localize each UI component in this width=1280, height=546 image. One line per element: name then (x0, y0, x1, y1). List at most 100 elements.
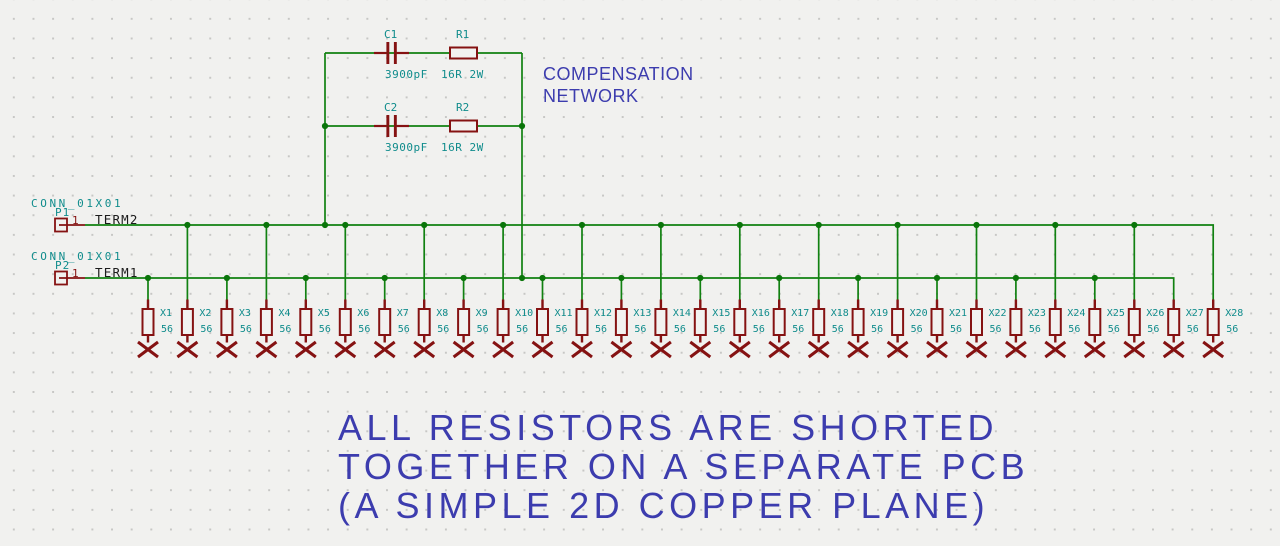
resistor-value-label: 56 (871, 324, 883, 335)
resistor-ref-label: X8 (436, 308, 448, 319)
shorting-x-icon[interactable] (610, 340, 633, 359)
resistor-body[interactable] (299, 308, 313, 336)
resistor-body[interactable] (220, 308, 234, 336)
resistor-value-label: 56 (240, 324, 252, 335)
capacitor-plate[interactable] (393, 115, 397, 137)
capacitor-value-label: 3900pF (385, 68, 428, 81)
capacitor-plate[interactable] (386, 42, 390, 64)
shorting-x-icon[interactable] (334, 340, 357, 359)
shorting-x-icon[interactable] (1123, 340, 1146, 359)
resistor-body[interactable] (457, 308, 471, 336)
shorting-x-icon[interactable] (255, 340, 278, 359)
resistor-body[interactable] (1167, 308, 1181, 336)
resistor-body[interactable] (449, 119, 478, 133)
shorting-x-icon[interactable] (1044, 340, 1067, 359)
resistor-body[interactable] (1048, 308, 1062, 336)
resistor-body[interactable] (1088, 308, 1102, 336)
junction-dot (1091, 274, 1098, 282)
resistor-body[interactable] (930, 308, 944, 336)
shorting-x-icon[interactable] (492, 340, 514, 359)
capacitor-plate[interactable] (386, 115, 390, 137)
junction-dot (1131, 221, 1138, 229)
junction-dot (518, 122, 526, 130)
resistor-body[interactable] (141, 308, 155, 336)
resistor-body[interactable] (654, 308, 668, 336)
junction-dot (223, 274, 230, 282)
resistor-ref-label: X2 (199, 308, 211, 319)
shorting-x-icon[interactable] (728, 340, 751, 359)
net-label: TERM1 (95, 265, 139, 280)
shorting-x-icon[interactable] (215, 340, 238, 359)
shorting-x-icon[interactable] (373, 340, 396, 359)
resistor-value-label: 56 (1187, 324, 1199, 335)
resistor-body[interactable] (449, 46, 478, 60)
resistor-body[interactable] (812, 308, 826, 336)
resistor-body[interactable] (693, 308, 707, 336)
compensation-network-title-line2: NETWORK (543, 86, 639, 106)
shorting-x-icon[interactable] (137, 340, 159, 359)
resistor-value-label: 56 (437, 324, 449, 335)
shorting-x-icon[interactable] (807, 340, 830, 359)
resistor-body[interactable] (575, 308, 589, 336)
resistor-value-label: 56 (1147, 324, 1159, 335)
resistor-body[interactable] (378, 308, 392, 336)
resistor-body[interactable] (772, 308, 786, 336)
resistor-ref-label: X10 (515, 308, 533, 319)
shorting-x-icon[interactable] (689, 340, 712, 359)
shorting-x-icon[interactable] (965, 340, 988, 359)
resistor-body[interactable] (614, 308, 628, 336)
shorting-x-icon[interactable] (294, 340, 317, 359)
resistor-body[interactable] (891, 308, 905, 336)
resistor-value-label: 16R 2W (441, 68, 484, 81)
resistor-body[interactable] (536, 308, 549, 336)
resistor-body[interactable] (417, 308, 431, 336)
resistor-body[interactable] (733, 308, 747, 336)
shorting-x-icon[interactable] (926, 340, 948, 359)
resistor-body[interactable] (970, 308, 983, 336)
resistor-ref-label: X24 (1067, 308, 1085, 319)
shorting-x-icon[interactable] (1202, 340, 1225, 359)
junction-dot (776, 274, 783, 282)
junction-dot (578, 221, 586, 229)
shorting-x-icon[interactable] (176, 340, 199, 359)
shorting-x-icon[interactable] (650, 340, 672, 359)
junction-dot (321, 122, 329, 130)
junction-dot (618, 274, 625, 282)
shorting-x-icon[interactable] (847, 340, 869, 359)
wire-term2[interactable] (85, 224, 1215, 301)
resistor-value-label: 56 (1108, 324, 1120, 335)
resistor-ref-label: R1 (456, 28, 469, 41)
shorting-x-icon[interactable] (413, 340, 436, 359)
resistor-body[interactable] (1009, 308, 1023, 336)
resistor-body[interactable] (180, 308, 194, 336)
resistor-body[interactable] (1206, 308, 1220, 336)
resistor-value-label: 56 (792, 324, 804, 335)
resistor-ref-label: X1 (160, 308, 172, 319)
resistor-ref-label: X14 (673, 308, 691, 319)
resistor-body[interactable] (1127, 308, 1141, 336)
resistor-ref-label: X12 (594, 308, 612, 319)
wire-term1[interactable] (85, 277, 1175, 301)
capacitor-ref-label: C1 (384, 28, 397, 41)
resistor-ref-label: X15 (712, 308, 730, 319)
resistor-ref-label: X28 (1225, 308, 1243, 319)
shorting-x-icon[interactable] (452, 340, 475, 359)
resistor-value-label: 16R 2W (441, 141, 484, 154)
connector-ref-label: P2 (55, 259, 70, 272)
resistor-body[interactable] (851, 308, 865, 336)
shorting-x-icon[interactable] (571, 340, 593, 359)
resistor-body[interactable] (496, 308, 510, 336)
resistor-body[interactable] (259, 308, 273, 336)
capacitor-plate[interactable] (393, 42, 397, 64)
shorting-x-icon[interactable] (1005, 340, 1027, 359)
resistor-value-label: 56 (556, 324, 568, 335)
note-text-line-3: (A SIMPLE 2D COPPER PLANE) (338, 485, 990, 526)
shorting-x-icon[interactable] (1083, 340, 1106, 359)
shorting-x-icon[interactable] (886, 340, 909, 359)
shorting-x-icon[interactable] (531, 340, 554, 359)
shorting-x-icon[interactable] (1162, 340, 1185, 359)
resistor-body[interactable] (338, 308, 352, 336)
connector-ref-label: P1 (55, 206, 70, 219)
shorting-x-icon[interactable] (768, 340, 791, 359)
